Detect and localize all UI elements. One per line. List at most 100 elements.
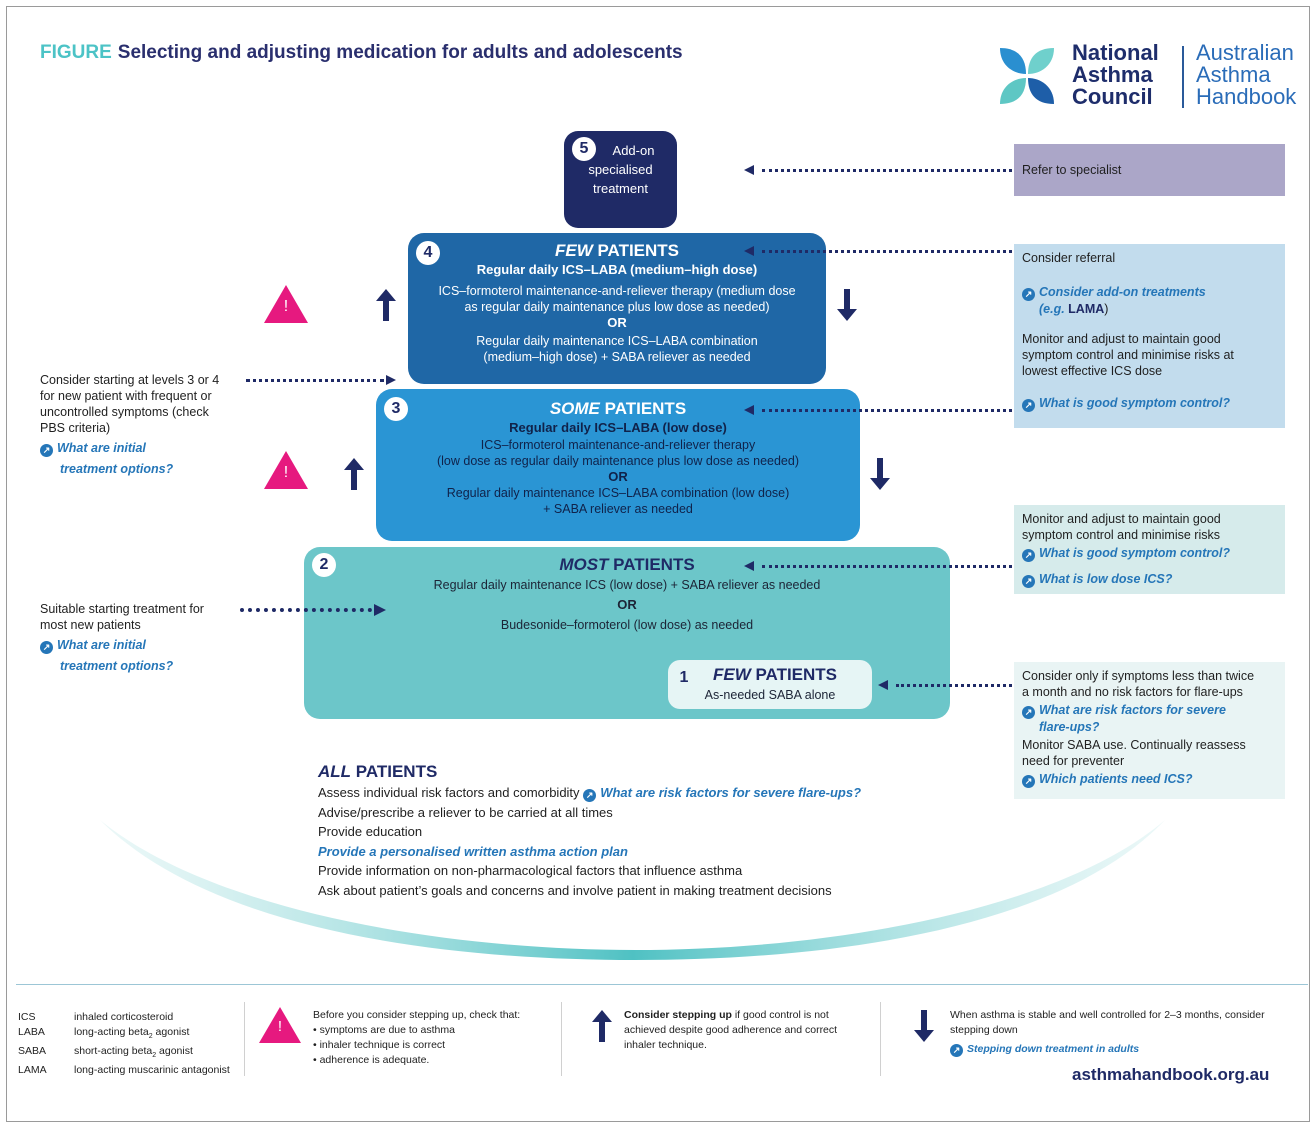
advice-text: Monitor and adjust to maintain good (1022, 512, 1221, 526)
abbr-value-text: agonist (156, 1045, 193, 1058)
all-patients-heading: ALL PATIENTS (318, 761, 861, 783)
step-3-box: 3 SOME PATIENTS Regular daily ICS–LABA (… (376, 389, 860, 541)
link-text: Consider add-on treatments (1039, 285, 1206, 299)
step-option-line: as regular daily maintenance plus low do… (464, 300, 770, 314)
advice-text: symptom control and minimise risks (1022, 528, 1220, 542)
figure-frame (6, 6, 1310, 1122)
website-url[interactable]: asthmahandbook.org.au (1072, 1065, 1270, 1084)
link-text: What are initial (57, 441, 146, 455)
initial-treatment-link-cont[interactable]: treatment options? (60, 659, 174, 673)
legend-text: When asthma is stable and well controlle… (950, 1009, 1265, 1021)
logo-divider (1182, 46, 1184, 108)
connector-left-start-2 (240, 608, 372, 612)
note-text: most new patients (40, 618, 141, 632)
step-option-line: Regular daily maintenance ICS (low dose)… (433, 578, 821, 592)
step-number: 3 (384, 397, 408, 421)
step-option-line: (low dose as regular daily maintenance p… (436, 454, 800, 468)
step-heading: FEW PATIENTS (408, 241, 826, 261)
step-heading-em: FEW (554, 241, 593, 260)
initial-treatment-link[interactable]: ↗What are initial (40, 440, 236, 457)
legend-text: inhaler technique. (624, 1039, 707, 1051)
stepping-down-link[interactable]: ↗Stepping down treatment in adults (950, 1042, 1300, 1057)
step-option-line: As-needed SABA alone (704, 688, 836, 702)
step-5-box: 5 Add-on specialised treatment (564, 131, 677, 228)
heading-em: ALL (318, 762, 352, 781)
all-item: Advise/prescribe a reliever to be carrie… (318, 804, 613, 820)
initial-treatment-link[interactable]: ↗What are initial (40, 637, 236, 654)
low-dose-ics-link[interactable]: ↗What is low dose ICS? (1022, 571, 1277, 588)
connector-specialist (762, 169, 1012, 172)
step2-advice-box: Monitor and adjust to maintain good symp… (1014, 505, 1285, 594)
advice-text: Monitor SABA use. Continually reassess (1022, 738, 1246, 752)
step-option-line: Regular daily maintenance ICS–LABA combi… (476, 334, 758, 348)
step-down-arrow-icon (914, 1010, 934, 1042)
abbr-subscript: 2 (152, 1052, 157, 1060)
step1-advice-box: Consider only if symptoms less than twic… (1014, 662, 1285, 799)
legend-divider (561, 1002, 562, 1076)
logo-org-line: Asthma (1072, 62, 1153, 87)
step-down-arrow-icon (837, 289, 857, 321)
step-1-box: 1 FEW PATIENTS As-needed SABA alone (668, 660, 872, 709)
step-option-line: + SABA reliever as needed (543, 502, 693, 516)
arrowhead-left-icon (744, 405, 754, 415)
symptom-control-link[interactable]: ↗What is good symptom control? (1022, 395, 1277, 412)
all-item: Ask about patient’s goals and concerns a… (318, 882, 832, 898)
abbr-value: inhaled corticosteroid (74, 1011, 174, 1023)
advice-text: Consider referral (1022, 251, 1116, 265)
advice-text: a month and no risk factors for flare-up… (1022, 685, 1243, 699)
legend-text: Consider stepping up if good control is … (624, 1008, 874, 1023)
risk-factors-link[interactable]: ↗What are risk factors for severe (1022, 702, 1277, 719)
step-heading-em: FEW (712, 665, 751, 684)
step-heading-rest: PATIENTS (599, 399, 687, 418)
link-icon: ↗ (583, 789, 597, 802)
action-plan-link[interactable]: Provide a personalised written asthma ac… (318, 843, 628, 859)
abbr-key: LABA (18, 1026, 45, 1038)
risk-factors-link[interactable]: ↗What are risk factors for severe flare-… (583, 785, 861, 802)
step-4-box: 4 FEW PATIENTS Regular daily ICS–LABA (m… (408, 233, 826, 384)
abbr-key: ICS (18, 1011, 36, 1023)
advice-text: lowest effective ICS dose (1022, 364, 1163, 378)
link-text: Stepping down treatment in adults (967, 1043, 1140, 1055)
arrowhead-left-icon (744, 561, 754, 571)
left-note-start-2: Suitable starting treatment for most new… (40, 601, 236, 674)
link-icon: ↗ (1022, 549, 1035, 562)
risk-factors-link-cont[interactable]: flare-ups? (1039, 720, 1100, 734)
connector-step1 (896, 684, 1012, 687)
connector-left-start-3-4 (246, 379, 384, 382)
arrowhead-right-icon (374, 604, 386, 616)
abbr-value: long-acting beta2 agonist (74, 1025, 230, 1044)
warning-glyph: ! (277, 1018, 283, 1035)
warning-glyph: ! (283, 464, 289, 481)
connector-step3 (762, 409, 1012, 412)
abbreviations-legend: ICS inhaled corticosteroid LABA long-actin… (18, 1010, 230, 1078)
legend-divider (880, 1002, 881, 1076)
warning-triangle-icon: ! (258, 1006, 302, 1044)
note-text: Consider starting at levels 3 or 4 (40, 373, 220, 387)
add-on-treatments-link-cont[interactable]: (e.g. LAMA) (1022, 301, 1277, 317)
logo-org-name: National Asthma Council (1072, 42, 1159, 108)
symptom-control-link[interactable]: ↗ What is good symptom control? (1022, 545, 1277, 562)
step-heading-rest: PATIENTS (608, 555, 695, 574)
arrowhead-left-icon (744, 165, 754, 175)
link-icon: ↗ (1022, 288, 1035, 301)
initial-treatment-link-cont[interactable]: treatment options? (60, 462, 174, 476)
patients-need-ics-link[interactable]: ↗Which patients need ICS? (1022, 771, 1277, 788)
step-down-legend: When asthma is stable and well controlle… (950, 1008, 1300, 1057)
add-on-treatments-link[interactable]: ↗ Consider add-on treatments (1022, 284, 1277, 301)
step-number: 5 (572, 137, 596, 161)
advice-text: Consider only if symptoms less than twic… (1022, 669, 1255, 683)
step-heading-em: SOME (549, 399, 600, 418)
note-text: PBS criteria) (40, 421, 111, 435)
link-text: What is good symptom control? (1039, 396, 1230, 410)
all-item: Provide education (318, 824, 423, 839)
logo-handbook-line: Australian (1196, 40, 1294, 65)
abbr-subscript: 2 (148, 1033, 153, 1041)
legend-row: LABA long-acting beta2 agonist (18, 1025, 230, 1044)
step-up-arrow-icon (376, 289, 396, 321)
abbr-value: short-acting beta2 agonist (74, 1044, 230, 1063)
step-heading-em: MOST (559, 555, 609, 574)
legend-bullet: • symptoms are due to asthma (313, 1024, 455, 1036)
link-text: What is good symptom control? (1039, 546, 1230, 560)
